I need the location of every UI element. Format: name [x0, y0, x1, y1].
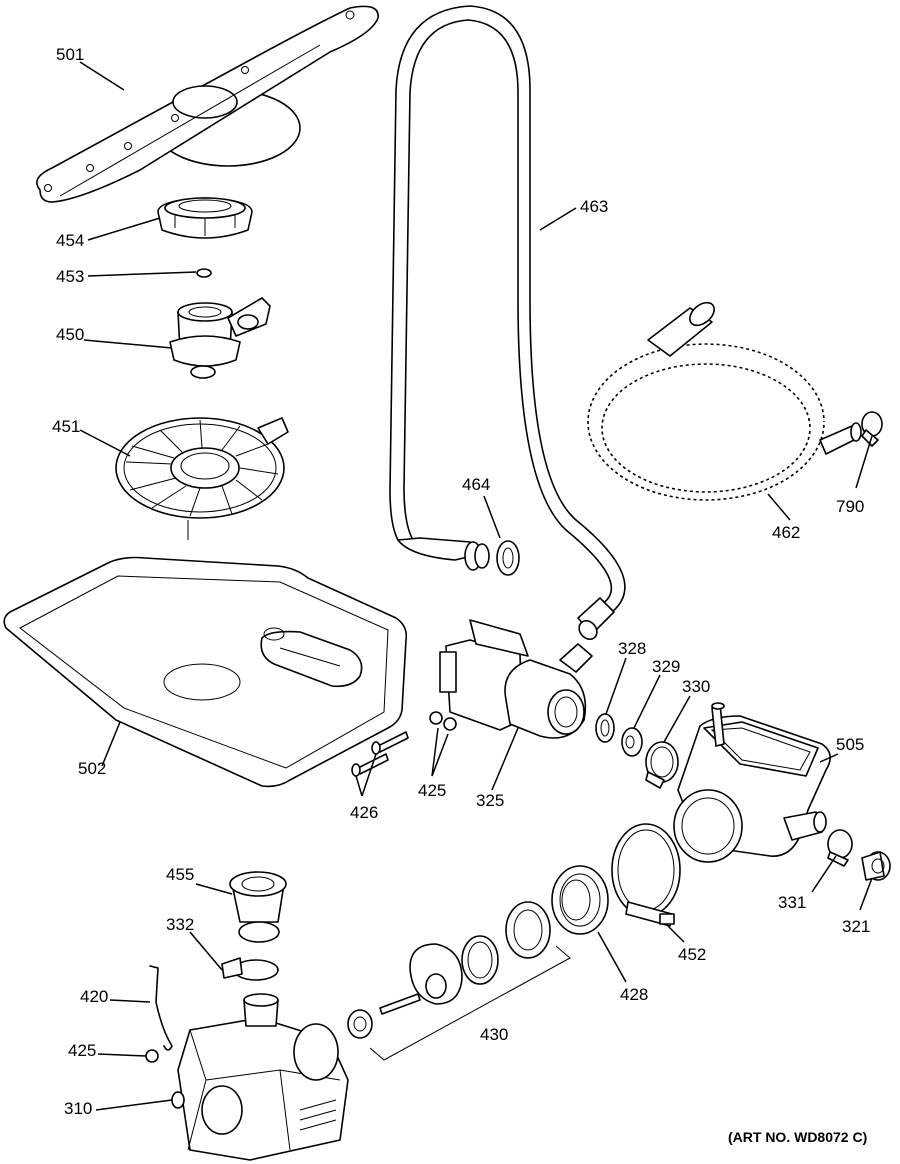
nut-425-lower	[145, 1049, 159, 1063]
label-451: 451	[52, 417, 80, 436]
hose-clamp-330	[645, 741, 679, 789]
label-426: 426	[350, 803, 378, 822]
art-number: (ART NO. WD8072 C)	[728, 1129, 867, 1145]
label-425-upper: 425	[418, 781, 446, 800]
lower-spray-arm-shield-451	[115, 417, 289, 540]
label-331: 331	[778, 893, 806, 912]
label-332: 332	[166, 915, 194, 934]
label-450: 450	[56, 325, 84, 344]
band-clamp-452	[611, 823, 681, 927]
clamp-331	[827, 829, 853, 867]
label-329: 329	[652, 657, 680, 676]
label-420: 420	[80, 987, 108, 1006]
upper-spray-arm-501	[36, 5, 379, 203]
label-328: 328	[618, 639, 646, 658]
label-463: 463	[580, 197, 608, 216]
nut-425-upper	[429, 711, 457, 731]
drain-hose-462	[583, 301, 862, 505]
o-ring-453	[196, 268, 212, 278]
label-425-lower: 425	[68, 1041, 96, 1060]
label-790: 790	[836, 497, 864, 516]
label-453: 453	[56, 267, 84, 286]
bracket-wire-420	[149, 965, 173, 1051]
flapper-329	[621, 727, 643, 757]
spray-tower-bearing-450	[169, 297, 271, 379]
impeller-kit-430	[347, 901, 571, 1061]
label-321: 321	[842, 917, 870, 936]
label-428: 428	[620, 985, 648, 1004]
label-464: 464	[462, 475, 490, 494]
seal-428	[551, 865, 609, 935]
label-455: 455	[166, 865, 194, 884]
gasket-328	[595, 713, 615, 743]
pump-motor-310	[171, 993, 349, 1161]
sump-505	[673, 702, 831, 863]
label-505: 505	[836, 735, 864, 754]
label-325: 325	[476, 791, 504, 810]
spray-arm-hub-454	[157, 197, 253, 239]
fill-hose-463	[389, 5, 626, 641]
label-310: 310	[64, 1099, 92, 1118]
filter-collar-455	[229, 871, 287, 943]
drain-valve-325	[439, 619, 593, 739]
label-502: 502	[78, 759, 106, 778]
label-430: 430	[480, 1025, 508, 1044]
washer-464	[496, 540, 520, 576]
label-501: 501	[56, 45, 84, 64]
callout-labels: 501 454 453 450 451 502 463 464 462 790 …	[52, 45, 870, 1118]
label-462: 462	[772, 523, 800, 542]
screws-426	[351, 731, 409, 777]
filter-screen-502	[3, 556, 408, 788]
hose-clamp-332	[221, 957, 279, 981]
leader-lines	[79, 61, 873, 1111]
label-454: 454	[56, 231, 84, 250]
thermostat-321	[861, 851, 891, 881]
label-452: 452	[678, 945, 706, 964]
hose-clamp-790	[861, 411, 883, 447]
label-330: 330	[682, 677, 710, 696]
